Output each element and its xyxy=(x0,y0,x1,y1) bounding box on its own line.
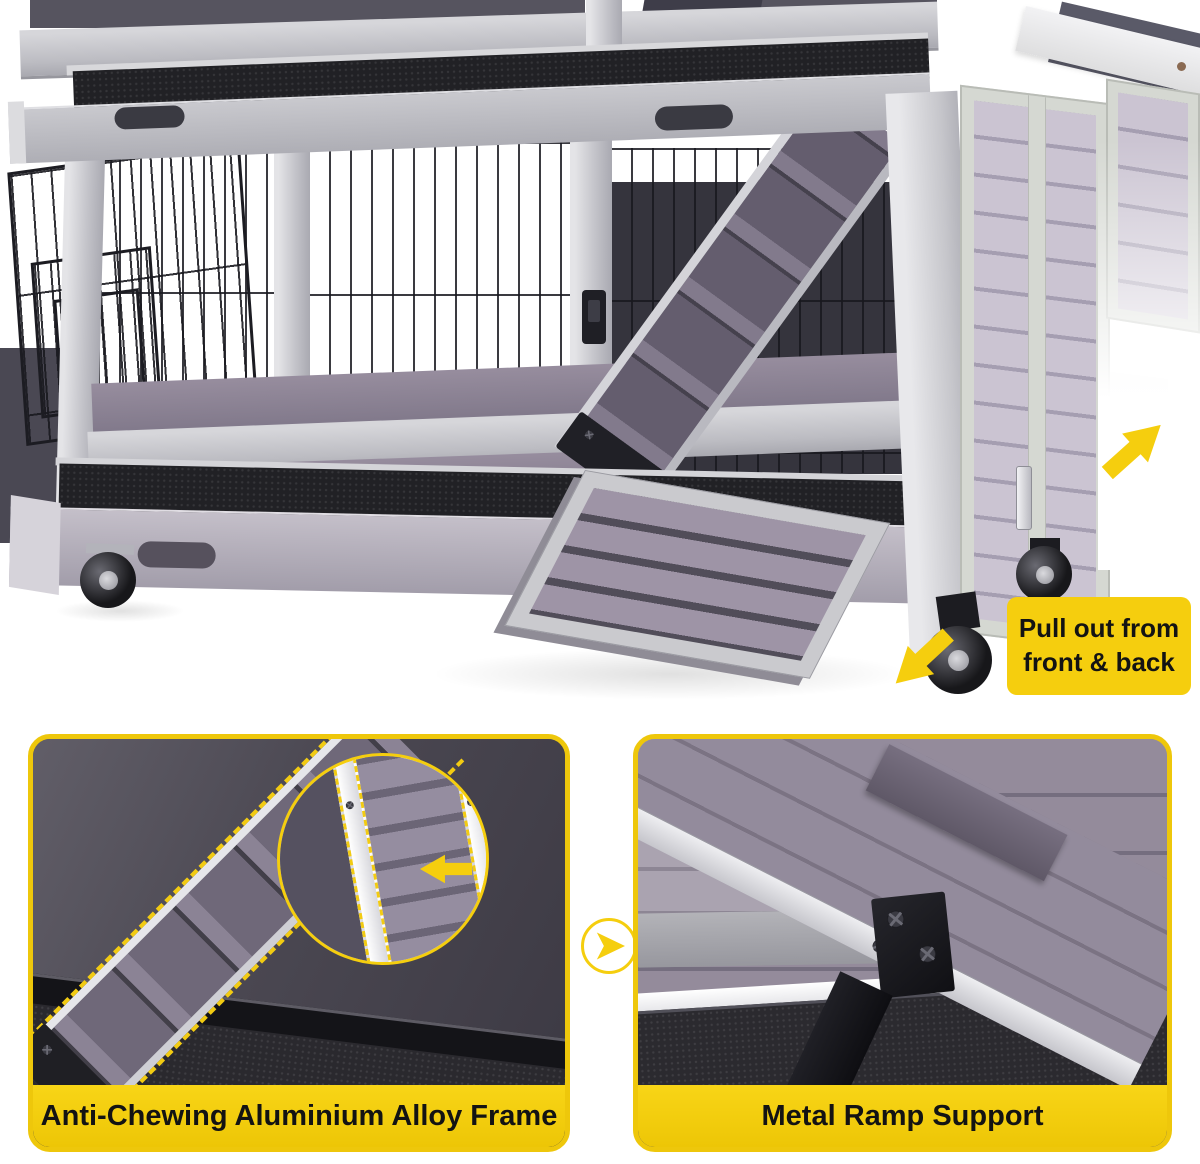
screw-icon xyxy=(886,909,906,929)
support-bracket-plate xyxy=(870,891,956,999)
platform-slats xyxy=(529,488,866,661)
arrow-right-icon xyxy=(596,932,625,960)
latch-button xyxy=(588,300,600,322)
hutch-photo: Pull out from front & back xyxy=(0,0,1200,710)
right-panel-caption: Metal Ramp Support xyxy=(638,1085,1167,1147)
caster-hub xyxy=(99,571,118,590)
door-latch-black xyxy=(582,290,606,344)
pull-out-label-line2: front & back xyxy=(1023,647,1175,677)
ground-shadow xyxy=(430,648,910,700)
pull-out-label: Pull out from front & back xyxy=(1007,597,1191,695)
side-hinge xyxy=(1016,466,1032,530)
bottom-tray-handle xyxy=(137,541,216,569)
left-panel-caption: Anti-Chewing Aluminium Alloy Frame xyxy=(33,1085,565,1147)
panel-connector xyxy=(581,918,637,974)
feature-panel-aluminium-frame: Anti-Chewing Aluminium Alloy Frame xyxy=(28,734,570,1152)
background-fade xyxy=(1098,140,1200,570)
upper-tray-handle xyxy=(114,105,185,130)
upper-tray-handle xyxy=(654,104,734,131)
screw-icon xyxy=(40,1042,55,1057)
feature-panel-ramp-support: Metal Ramp Support xyxy=(633,734,1172,1152)
screw-icon xyxy=(582,428,596,442)
magnifier-inset xyxy=(277,753,489,965)
ground-shadow xyxy=(55,600,185,622)
bottom-tray-end-cap xyxy=(8,494,61,595)
pull-out-label-line1: Pull out from xyxy=(1018,613,1180,644)
caster-hub xyxy=(948,650,969,671)
caster-hub xyxy=(1036,566,1054,584)
inset-rotated-content xyxy=(280,756,486,962)
door-hinge-hole xyxy=(1177,62,1186,71)
screw-icon xyxy=(918,944,937,964)
upper-tray-end-cap xyxy=(7,101,27,164)
